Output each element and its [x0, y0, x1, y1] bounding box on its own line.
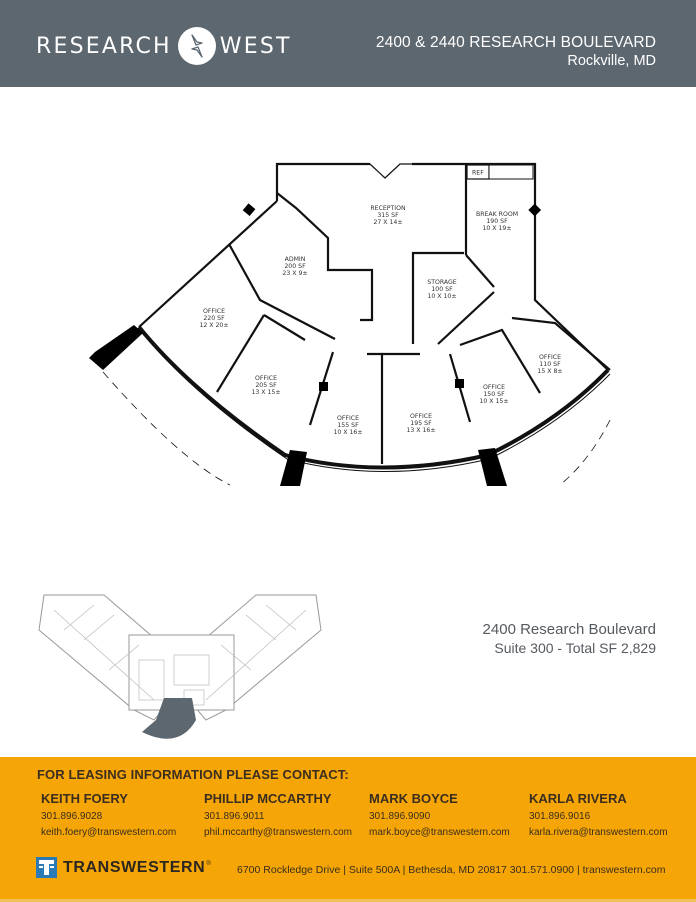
contact-name: KARLA RIVERA: [529, 791, 627, 806]
svg-text:23 X 9±: 23 X 9±: [282, 270, 307, 277]
svg-text:15 X 8±: 15 X 8±: [537, 368, 562, 375]
svg-text:STORAGE: STORAGE: [427, 279, 457, 286]
room-storage: STORAGE 100 SF 10 X 10±: [427, 279, 457, 300]
floor-plan: REF RECEPTION 315 SF 27 X 14± BREAK ROOM…: [0, 150, 696, 490]
company-address: 6700 Rockledge Drive | Suite 500A | Beth…: [237, 864, 666, 876]
header-banner: RESEARCH WEST 2400 & 2440 RESEARCH BOULE…: [0, 0, 696, 87]
svg-text:10 X 19±: 10 X 19±: [482, 225, 511, 232]
suite-highlight: [142, 698, 196, 739]
svg-text:OFFICE: OFFICE: [539, 354, 561, 361]
contact-phone[interactable]: 301.896.9090: [369, 811, 431, 822]
ref-label: REF: [472, 170, 484, 177]
research-west-logo: RESEARCH WEST: [36, 26, 292, 66]
svg-text:13 X 15±: 13 X 15±: [251, 389, 280, 396]
room-reception: RECEPTION 315 SF 27 X 14±: [370, 205, 406, 226]
svg-text:195 SF: 195 SF: [410, 420, 432, 427]
room-office-205: OFFICE 205 SF 13 X 15±: [251, 375, 280, 396]
room-break-room: BREAK ROOM 190 SF 10 X 19±: [476, 211, 518, 232]
svg-text:12 X 20±: 12 X 20±: [199, 322, 228, 329]
svg-text:OFFICE: OFFICE: [410, 413, 432, 420]
contact-card: PHILLIP MCCARTHY 301.896.9011 phil.mccar…: [204, 790, 352, 841]
footer-divider: [0, 899, 696, 902]
contact-email[interactable]: keith.foery@transwestern.com: [41, 827, 177, 838]
brand-right-text: WEST: [219, 33, 292, 59]
svg-text:200 SF: 200 SF: [284, 263, 306, 270]
property-address: 2400 & 2440 RESEARCH BOULEVARD Rockville…: [376, 34, 656, 71]
transwestern-t-icon: [36, 857, 57, 878]
leasing-footer: FOR LEASING INFORMATION PLEASE CONTACT: …: [0, 757, 696, 899]
svg-text:110 SF: 110 SF: [539, 361, 561, 368]
transwestern-logo: TRANSWESTERN ®: [36, 857, 211, 878]
contact-card: KEITH FOERY 301.896.9028 keith.foery@tra…: [41, 790, 176, 841]
contact-name: PHILLIP MCCARTHY: [204, 791, 332, 806]
contact-card: MARK BOYCE 301.896.9090 mark.boyce@trans…: [369, 790, 510, 841]
svg-text:315 SF: 315 SF: [377, 212, 399, 219]
svg-text:10 X 16±: 10 X 16±: [333, 429, 362, 436]
svg-text:190 SF: 190 SF: [486, 218, 508, 225]
svg-text:27 X 14±: 27 X 14±: [373, 219, 402, 226]
svg-text:RECEPTION: RECEPTION: [370, 205, 406, 212]
company-name: TRANSWESTERN: [63, 858, 206, 876]
contact-phone[interactable]: 301.896.9028: [41, 811, 103, 822]
svg-text:OFFICE: OFFICE: [483, 384, 505, 391]
svg-text:OFFICE: OFFICE: [255, 375, 277, 382]
bird-icon: [177, 27, 216, 65]
svg-text:10 X 10±: 10 X 10±: [427, 293, 456, 300]
suite-address: 2400 Research Boulevard: [482, 621, 656, 638]
svg-text:BREAK ROOM: BREAK ROOM: [476, 211, 518, 218]
svg-text:155 SF: 155 SF: [337, 422, 359, 429]
contact-name: MARK BOYCE: [369, 791, 458, 806]
contact-name: KEITH FOERY: [41, 791, 128, 806]
room-office-150: OFFICE 150 SF 10 X 15±: [479, 384, 508, 405]
property-title: 2400 & 2440 RESEARCH BOULEVARD: [375, 34, 656, 51]
contact-heading: FOR LEASING INFORMATION PLEASE CONTACT:: [37, 767, 349, 782]
room-office-195: OFFICE 195 SF 13 X 16±: [406, 413, 435, 434]
contact-phone[interactable]: 301.896.9011: [204, 811, 265, 822]
svg-text:10 X 15±: 10 X 15±: [479, 398, 508, 405]
room-office-220: OFFICE 220 SF 12 X 20±: [199, 308, 228, 329]
contact-card: KARLA RIVERA 301.896.9016 karla.rivera@t…: [529, 790, 668, 841]
suite-total-sf: Suite 300 - Total SF 2,829: [494, 640, 656, 656]
contact-phone[interactable]: 301.896.9016: [529, 811, 591, 822]
svg-text:100 SF: 100 SF: [431, 286, 453, 293]
svg-text:OFFICE: OFFICE: [337, 415, 359, 422]
registered-mark: ®: [206, 860, 211, 867]
svg-text:205 SF: 205 SF: [255, 382, 277, 389]
svg-text:150 SF: 150 SF: [483, 391, 505, 398]
contact-email[interactable]: karla.rivera@transwestern.com: [529, 827, 668, 838]
room-office-155: OFFICE 155 SF 10 X 16±: [333, 415, 362, 436]
building-key-plan: [34, 590, 326, 750]
property-city: Rockville, MD: [567, 53, 656, 69]
svg-text:ADMIN: ADMIN: [285, 256, 306, 263]
contact-email[interactable]: mark.boyce@transwestern.com: [369, 827, 510, 838]
svg-text:220 SF: 220 SF: [203, 315, 225, 322]
brand-left-text: RESEARCH: [36, 33, 172, 59]
svg-text:OFFICE: OFFICE: [203, 308, 225, 315]
suite-info: 2400 Research Boulevard Suite 300 - Tota…: [483, 620, 656, 658]
svg-text:13 X 16±: 13 X 16±: [406, 427, 435, 434]
room-office-110: OFFICE 110 SF 15 X 8±: [537, 354, 562, 375]
room-admin: ADMIN 200 SF 23 X 9±: [282, 256, 307, 277]
contact-email[interactable]: phil.mccarthy@transwestern.com: [204, 827, 352, 838]
